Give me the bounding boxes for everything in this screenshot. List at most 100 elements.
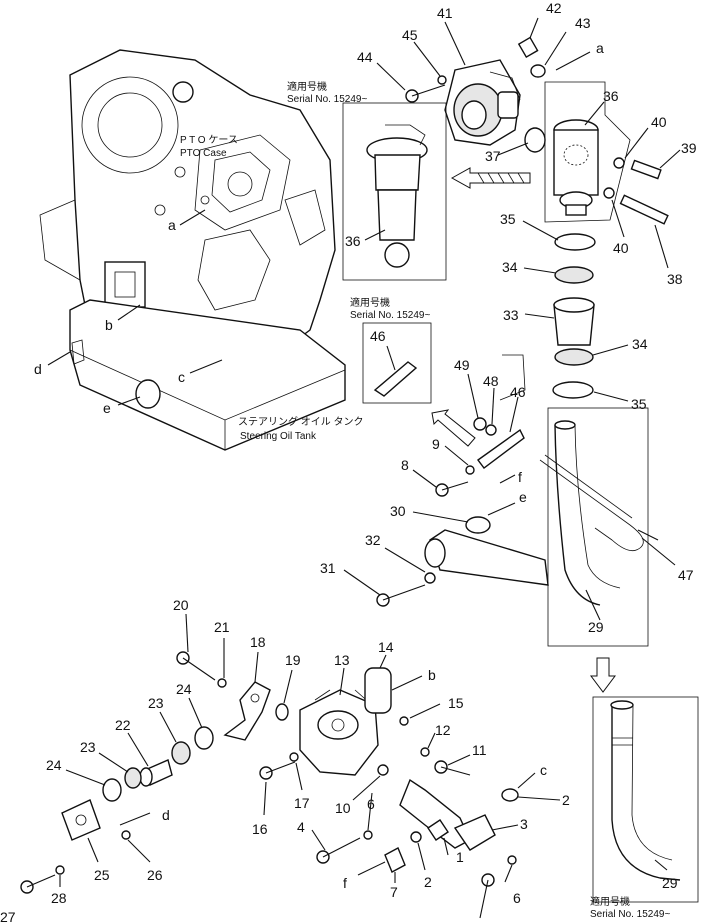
part-2-oring-upper xyxy=(501,788,519,802)
pto-case-assembly xyxy=(39,49,336,381)
label-4: 4 xyxy=(297,819,305,835)
label-44: 44 xyxy=(357,49,373,65)
label-6-right: 6 xyxy=(513,890,521,906)
label-18: 18 xyxy=(250,634,266,650)
label-23-lower: 23 xyxy=(80,739,96,755)
label-35-top: 35 xyxy=(500,211,516,227)
connection-b-pump: b xyxy=(428,667,436,683)
label-11: 11 xyxy=(472,742,487,758)
label-8: 8 xyxy=(401,457,409,473)
part-46-bracket xyxy=(477,428,525,469)
part-38-bolt xyxy=(619,194,669,225)
serial-note-3-en: Serial No. 15249~ xyxy=(590,909,670,920)
part-29-pipe xyxy=(554,424,601,606)
part-32-washer xyxy=(424,572,436,584)
label-24-lower: 24 xyxy=(46,757,62,773)
label-35-bottom: 35 xyxy=(631,396,647,412)
label-10: 10 xyxy=(335,800,351,816)
connection-a-top: a xyxy=(596,40,604,56)
label-48: 48 xyxy=(483,373,499,389)
part-10-oring xyxy=(377,764,389,776)
label-39: 39 xyxy=(681,140,697,156)
label-43: 43 xyxy=(575,15,591,31)
label-2-lower: 2 xyxy=(424,874,432,890)
label-36-right: 36 xyxy=(603,88,619,104)
part-23-band-lower xyxy=(124,767,142,789)
part-34-band-top xyxy=(554,266,594,284)
steering-tank-caption-jp: ステアリング オイル タンク xyxy=(238,415,364,428)
steering-oil-tank xyxy=(69,299,346,451)
part-49-nut xyxy=(473,417,487,431)
label-13: 13 xyxy=(334,652,350,668)
part-19-oring xyxy=(275,703,289,721)
label-42: 42 xyxy=(546,0,562,16)
label-9: 9 xyxy=(432,436,440,452)
part-35-clamp-bottom xyxy=(552,381,594,399)
label-23-upper: 23 xyxy=(148,695,164,711)
label-41: 41 xyxy=(437,5,453,21)
part-30-oring xyxy=(465,516,491,534)
label-37: 37 xyxy=(485,148,501,164)
part-23-band-upper xyxy=(171,741,191,765)
label-40-top: 40 xyxy=(651,114,667,130)
part-29-pipe-lower xyxy=(611,705,681,881)
label-14: 14 xyxy=(378,639,394,655)
part-46-bracket-detail xyxy=(373,361,418,397)
label-1: 1 xyxy=(456,849,464,865)
part-13-pump xyxy=(299,689,379,776)
part-15-oring xyxy=(399,716,409,726)
label-6-left: 6 xyxy=(367,796,375,812)
label-12: 12 xyxy=(435,722,451,738)
label-3: 3 xyxy=(520,816,528,832)
part-25-flange xyxy=(61,799,101,841)
label-25: 25 xyxy=(94,867,110,883)
part-47-u-bolt xyxy=(539,459,644,552)
part-2-oring-lower xyxy=(410,831,422,843)
label-24-upper: 24 xyxy=(176,681,192,697)
part-7-plug xyxy=(384,847,406,873)
label-22: 22 xyxy=(115,717,131,733)
label-17: 17 xyxy=(294,795,310,811)
label-15: 15 xyxy=(448,695,464,711)
label-16: 16 xyxy=(252,821,268,837)
part-6-washer-right xyxy=(507,855,517,865)
part-32-pipe xyxy=(429,529,549,586)
part-35-clamp-top xyxy=(554,233,596,251)
connection-f-bracket: f xyxy=(518,469,522,485)
connection-a-engine: a xyxy=(168,217,176,233)
label-20: 20 xyxy=(173,597,189,613)
part-40-washer-bottom xyxy=(603,187,615,199)
connection-d-engine: d xyxy=(34,361,42,377)
label-36-detail: 36 xyxy=(345,233,361,249)
serial-note-3-jp: 適用号機 xyxy=(590,895,630,908)
part-21-washer xyxy=(217,678,227,688)
part-26-oring xyxy=(121,830,131,840)
label-46-detail: 46 xyxy=(370,328,386,344)
connection-e-pipe: e xyxy=(519,489,527,505)
label-40-bottom: 40 xyxy=(613,240,629,256)
part-18-elbow xyxy=(223,681,271,741)
serial-box-filter xyxy=(342,102,447,281)
filter-element-36 xyxy=(553,119,599,216)
serial-box-filter-right xyxy=(544,81,631,223)
label-30: 30 xyxy=(390,503,406,519)
part-39-bolt xyxy=(630,159,662,180)
pump-head-41 xyxy=(444,59,521,146)
connection-e-engine: e xyxy=(103,400,111,416)
label-33: 33 xyxy=(503,307,519,323)
label-46: 46 xyxy=(510,384,526,400)
connection-d-flange: d xyxy=(162,807,170,823)
label-38: 38 xyxy=(667,271,683,287)
part-1-plug xyxy=(427,819,449,841)
part-17-washer xyxy=(289,752,299,762)
label-21: 21 xyxy=(214,619,230,635)
label-34-bottom: 34 xyxy=(632,336,648,352)
part-12-oring xyxy=(420,747,430,757)
label-47: 47 xyxy=(678,567,694,583)
label-28: 28 xyxy=(51,890,67,906)
connection-b-engine: b xyxy=(105,317,113,333)
part-14-gasket xyxy=(364,667,392,714)
serial-note-1-jp: 適用号機 xyxy=(287,80,327,93)
